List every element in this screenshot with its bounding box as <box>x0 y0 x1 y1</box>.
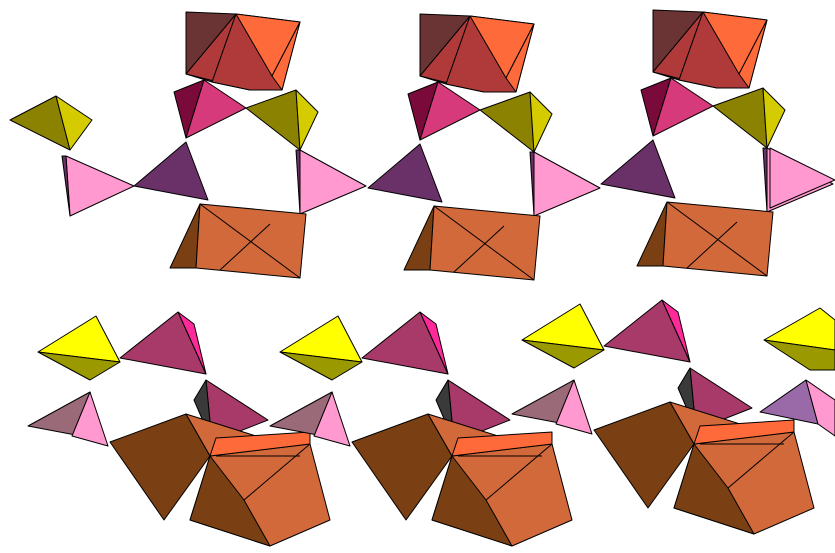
octahedron-brown-face <box>637 202 667 266</box>
tetrahedron-olive-face <box>246 90 300 150</box>
octahedron-brown-face <box>404 206 434 270</box>
tetrahedron-pink-face <box>770 148 835 208</box>
tetrahedron-pink-face <box>534 152 600 216</box>
tetrahedron-pink-face <box>300 150 366 214</box>
tetrahedron-purple-face <box>530 152 534 216</box>
tetrahedron-olive-face <box>713 88 767 148</box>
tetrahedron-purple-face <box>368 144 442 202</box>
tetrahedron-pink-face <box>66 156 134 216</box>
tetrahedron-olive-face <box>296 90 318 150</box>
tetrahedron-purple-face <box>763 148 767 212</box>
tetrahedron-purple-face <box>601 140 675 198</box>
tetrahedron-olive-face <box>763 88 785 148</box>
tetrahedron-olive-face <box>530 92 552 152</box>
tetrahedron-olive-face <box>480 92 534 152</box>
lower-polyhedra-chain <box>28 300 835 546</box>
tetrahedron-purple-face <box>296 150 300 214</box>
upper-polyhedra-chain <box>10 10 835 280</box>
tetrahedron-purple-face <box>134 142 208 200</box>
octahedron-brown-face <box>170 204 200 268</box>
